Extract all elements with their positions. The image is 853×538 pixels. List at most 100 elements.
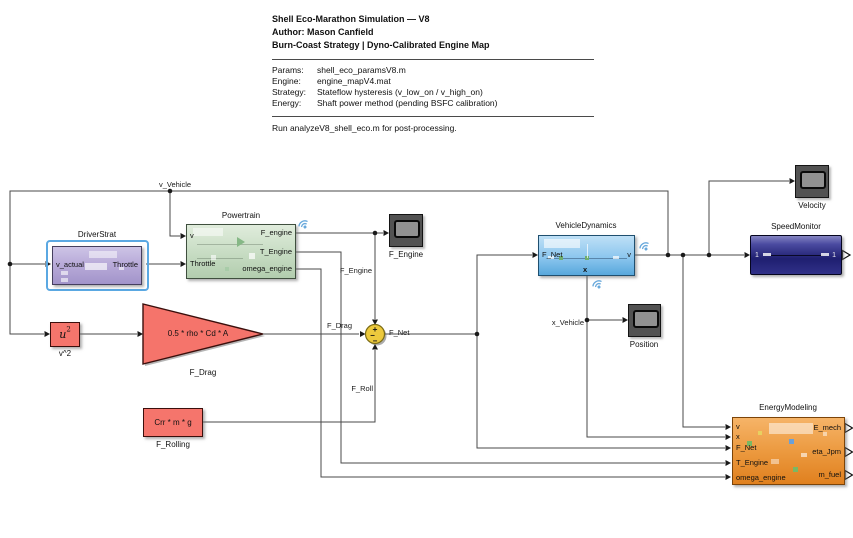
powertrain-port-v: v: [190, 231, 194, 240]
speedmonitor-port-in: 1: [755, 252, 759, 259]
f-engine-scope-block[interactable]: [389, 214, 423, 247]
drag-gain-label: F_Drag: [189, 368, 217, 377]
speedmonitor-out-port: [841, 249, 852, 261]
wire-f-engine[interactable]: [296, 232, 383, 319]
powertrain-port-f-engine: F_engine: [260, 228, 292, 237]
position-scope-block[interactable]: [628, 304, 661, 337]
output-port-chevrons[interactable]: [841, 249, 853, 481]
energymodeling-port-eta-jpm: eta_Jpm: [812, 447, 841, 456]
signal-label-f-roll: F_Roll: [351, 384, 373, 393]
params-label: Params:: [272, 65, 304, 75]
wire-x-vehicle[interactable]: [586, 276, 725, 438]
driverstrat-selection-highlight: [46, 240, 149, 291]
annotation-divider: [272, 59, 594, 60]
powertrain-port-t-engine: T_Engine: [259, 247, 292, 256]
block-preview: [211, 255, 216, 260]
signal-label-v-vehicle: v_Vehicle: [158, 180, 192, 189]
sum-sign-top: +: [373, 324, 378, 334]
block-preview: [789, 439, 794, 444]
sum-sign-left: −: [370, 331, 375, 340]
signal-label-x-vehicle: x_Vehicle: [551, 318, 584, 327]
annotation-energy-row: Energy:Shaft power method (pending BSFC …: [272, 98, 594, 109]
speedmonitor-port-out: 1: [832, 252, 836, 259]
block-preview: [548, 256, 554, 259]
velocity-scope-block[interactable]: [795, 165, 829, 198]
driverstrat-port-v-actual: v_actual: [56, 260, 84, 269]
block-preview: [758, 431, 762, 435]
em-e-mech-port: [844, 422, 853, 434]
driverstrat-block[interactable]: [52, 246, 142, 285]
block-preview: [197, 244, 263, 245]
powertrain-port-omega-engine: omega_engine: [242, 264, 292, 273]
energymodeling-port-v: v: [736, 422, 740, 431]
block-preview: [119, 267, 124, 270]
powertrain-title: Powertrain: [221, 211, 261, 220]
logging-badge-x[interactable]: [592, 279, 604, 290]
block-preview: [771, 459, 779, 464]
wire-f-roll[interactable]: [203, 350, 376, 423]
driverstrat-port-throttle: Throttle: [112, 260, 138, 269]
scope-screen-icon: [800, 171, 826, 189]
block-preview: [613, 256, 619, 259]
engine-value: engine_mapV4.mat: [317, 76, 391, 86]
wire-velocity-branch[interactable]: [708, 180, 789, 255]
block-preview: [821, 253, 829, 256]
sum-sign-bottom: −: [373, 337, 378, 346]
vehicledynamics-block[interactable]: [538, 235, 635, 276]
block-preview: [237, 237, 245, 247]
annotation-engine-row: Engine:engine_mapV4.mat: [272, 76, 594, 87]
annotation-divider-2: [272, 116, 594, 117]
wire-f-net[interactable]: [384, 254, 726, 449]
params-value: shell_eco_paramsV8.m: [317, 65, 406, 75]
u-squared-exponent: 2: [66, 325, 71, 334]
annotation-footer: Run analyzeV8_shell_eco.m for post-proce…: [272, 123, 457, 133]
block-preview: [559, 256, 563, 260]
block-preview: [249, 253, 255, 259]
block-preview: [225, 267, 229, 271]
wire-v-vehicle-feedback[interactable]: [9, 190, 669, 335]
strategy-value: Stateflow hysteresis (v_low_on / v_high_…: [317, 87, 483, 97]
logging-badge-f-engine[interactable]: [298, 219, 310, 230]
speedmonitor-title: SpeedMonitor: [771, 222, 821, 231]
signal-label-f-drag: F_Drag: [326, 321, 352, 330]
position-scope-label: Position: [629, 340, 659, 349]
annotation-author-line: Author: Mason Canfield: [272, 27, 374, 37]
driverstrat-title: DriverStrat: [77, 230, 117, 239]
wire-omega-engine[interactable]: [296, 268, 725, 478]
block-preview: [771, 254, 823, 256]
drag-gain-expression: 0.5 * rho * Cd * A: [167, 329, 229, 338]
powertrain-block[interactable]: [186, 224, 296, 279]
energymodeling-port-x: x: [736, 432, 740, 441]
wire-t-engine[interactable]: [296, 251, 725, 464]
strategy-label: Strategy:: [272, 87, 307, 97]
block-preview: [747, 441, 752, 446]
vehicledynamics-title: VehicleDynamics: [555, 221, 617, 230]
speedmonitor-block[interactable]: [750, 235, 842, 275]
branch-dots: [7, 188, 712, 337]
u-squared-symbol: u: [59, 328, 67, 341]
annotation-params-row: Params: shell_eco_paramsV8.m: [272, 65, 594, 76]
f-engine-scope-label: F_Engine: [388, 250, 424, 259]
velocity-squared-label: v^2: [58, 349, 72, 358]
block-preview: [801, 453, 807, 457]
block-preview: [89, 251, 117, 258]
energymodeling-title: EnergyModeling: [759, 403, 817, 412]
block-preview: [193, 228, 223, 236]
block-preview: [61, 271, 68, 275]
rolling-resistance-block[interactable]: Crr * m * g: [143, 408, 203, 437]
velocity-squared-block[interactable]: u2: [50, 322, 80, 347]
energymodeling-block[interactable]: [732, 417, 845, 485]
drag-gain-block[interactable]: [142, 303, 265, 366]
logging-badge-v[interactable]: [639, 241, 651, 252]
velocity-scope-label: Velocity: [798, 201, 826, 210]
em-m-fuel-port: [844, 469, 853, 481]
scope-screen-icon: [394, 220, 420, 238]
signal-label-f-net: F_Net: [389, 328, 410, 337]
wire-em-v-branch[interactable]: [682, 255, 725, 428]
energymodeling-port-omega-engine: omega_engine: [736, 473, 786, 482]
sum-block[interactable]: + − −: [364, 323, 387, 346]
block-preview: [544, 239, 580, 248]
energy-label: Energy:: [272, 98, 302, 108]
